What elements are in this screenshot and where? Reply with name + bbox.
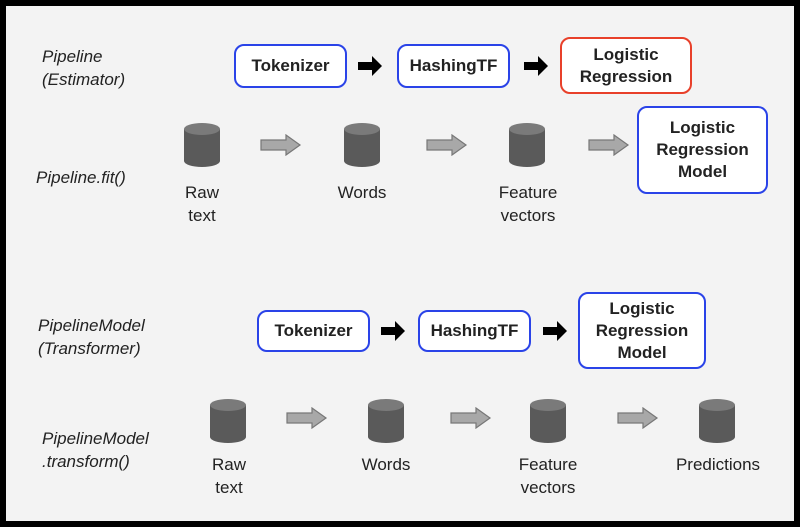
caption-raw-text: Raw text bbox=[211, 455, 246, 497]
black-arrow-icon bbox=[524, 56, 548, 76]
raw-text-cylinder-icon bbox=[210, 399, 246, 443]
label-pipelinemodel-transform: PipelineModel .transform() bbox=[42, 429, 149, 471]
label-pipeline-estimator: Pipeline (Estimator) bbox=[42, 47, 126, 89]
words-cylinder-icon bbox=[344, 123, 380, 167]
gray-arrow-icon bbox=[426, 134, 467, 156]
caption-raw-text: Raw text bbox=[184, 183, 219, 225]
black-arrow-icon bbox=[381, 321, 405, 341]
raw-text-cylinder-icon bbox=[184, 123, 220, 167]
caption-feature-vectors: Feature vectors bbox=[518, 455, 578, 497]
label-pipeline-fit: Pipeline.fit() bbox=[36, 168, 126, 187]
gray-arrow-icon bbox=[450, 407, 491, 429]
tokenizer-stage-box: Tokenizer bbox=[234, 44, 347, 88]
feature-vectors-cylinder-icon bbox=[530, 399, 566, 443]
logistic-regression-model-box: Logistic Regression Model bbox=[637, 106, 768, 194]
predictions-cylinder-icon bbox=[699, 399, 735, 443]
caption-words: Words bbox=[361, 455, 411, 474]
caption-predictions: Predictions bbox=[675, 455, 761, 474]
logistic-regression-estimator-box: Logistic Regression bbox=[560, 37, 692, 94]
words-cylinder-icon bbox=[368, 399, 404, 443]
black-arrow-icon bbox=[358, 56, 382, 76]
logistic-regression-model-transformer-box: Logistic Regression Model bbox=[578, 292, 706, 369]
gray-arrow-icon bbox=[617, 407, 658, 429]
caption-feature-vectors: Feature vectors bbox=[498, 183, 558, 225]
black-arrow-icon bbox=[543, 321, 567, 341]
gray-arrow-icon bbox=[260, 134, 301, 156]
hashingtf-transformer-box: HashingTF bbox=[418, 310, 531, 352]
caption-words: Words bbox=[337, 183, 387, 202]
label-pipelinemodel-transformer: PipelineModel (Transformer) bbox=[38, 316, 145, 358]
gray-arrow-icon bbox=[588, 134, 629, 156]
hashingtf-stage-box: HashingTF bbox=[397, 44, 510, 88]
tokenizer-transformer-box: Tokenizer bbox=[257, 310, 370, 352]
gray-arrow-icon bbox=[286, 407, 327, 429]
feature-vectors-cylinder-icon bbox=[509, 123, 545, 167]
